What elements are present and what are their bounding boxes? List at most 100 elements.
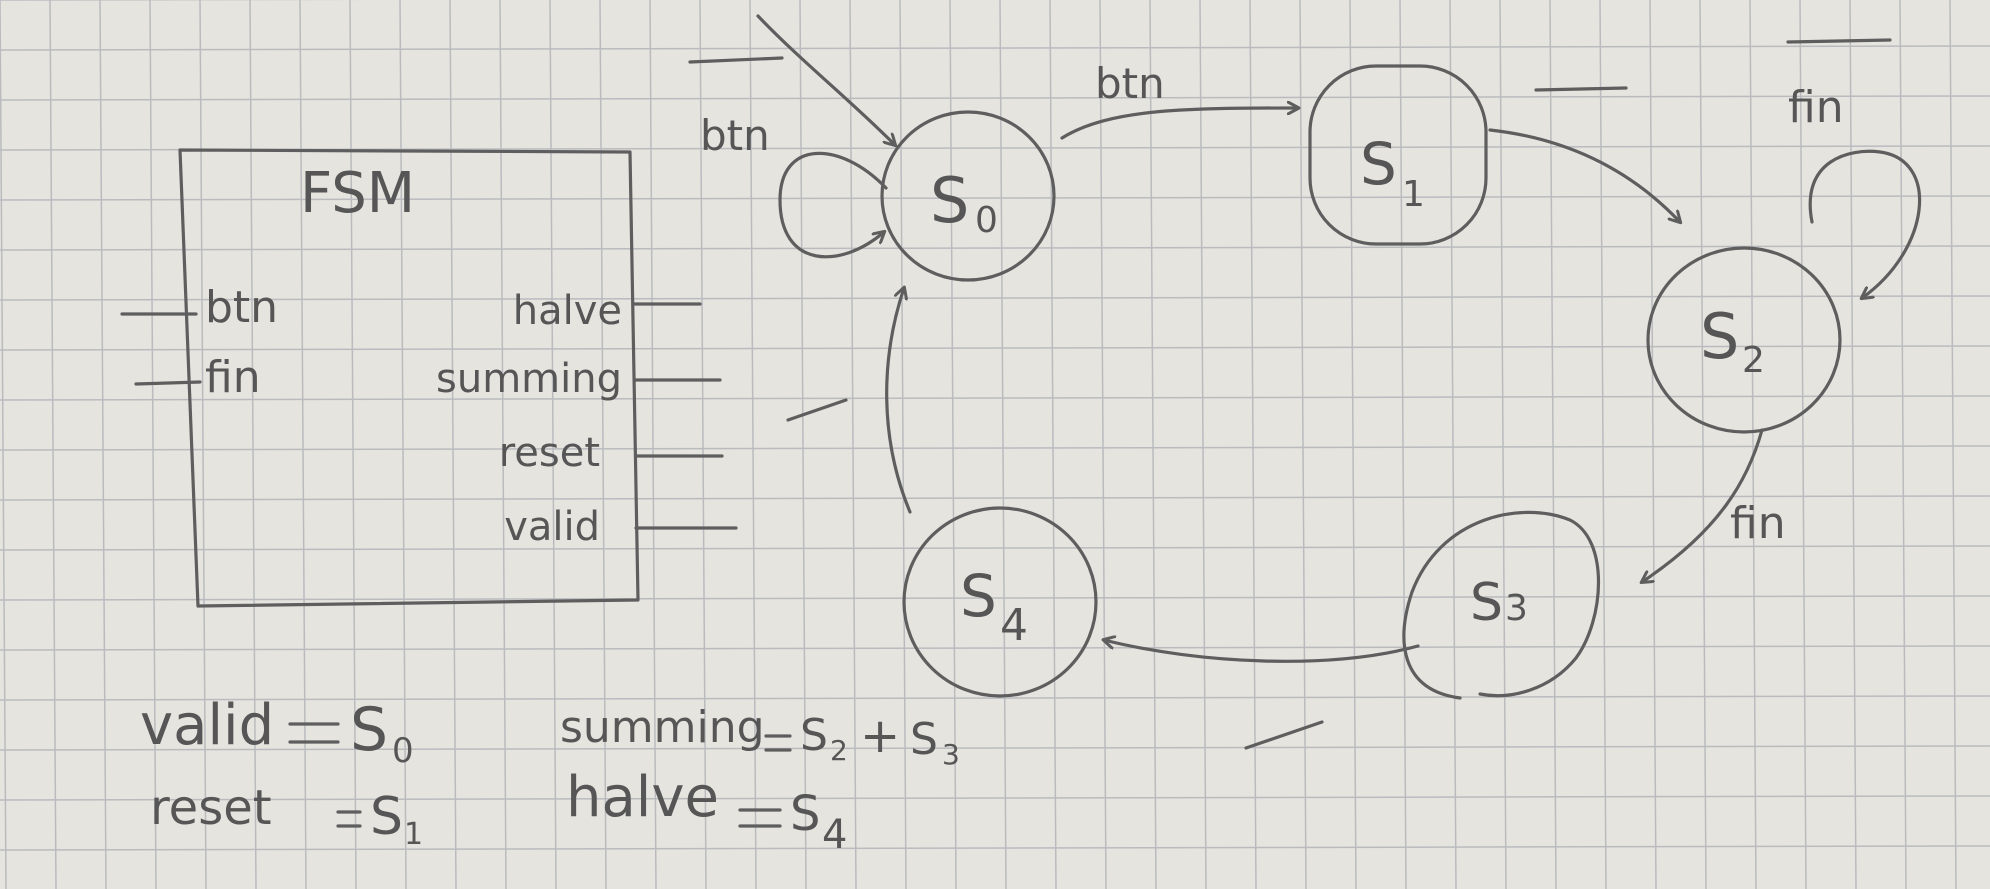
grid-line [0,345,1990,351]
equation-summing-lhs: summing [560,702,765,753]
grid-line [0,645,1990,651]
s1-to-s2-arrow [1488,128,1680,222]
grid-line [499,0,507,889]
grid-line [0,395,1990,401]
s0-self-loop-overbar [688,56,784,64]
fsm-title: FSM [300,161,415,226]
state-s1: S 1 [1308,64,1488,246]
equation-reset: reset S 1 [150,780,423,852]
equation-summing-rhs-b: S [910,714,938,765]
fsm-block: FSM btn fin halve summing reset valid [120,148,738,608]
grid-line [399,0,407,889]
s3-to-s4-arrow [1104,640,1420,663]
state-s3-label: S [1470,573,1503,633]
grid-line [1449,0,1457,889]
s0-to-s1-arrow [1060,108,1298,140]
state-s3: S 3 [1402,510,1601,700]
equation-halve-sub: 4 [822,812,847,858]
grid-line [0,695,1990,701]
grid-line [1499,0,1507,889]
s2-self-loop [1808,149,1922,298]
state-s3-sub: 3 [1505,588,1528,629]
fsm-box [178,148,640,608]
state-s0-sub: 0 [975,200,998,241]
grid-line [0,445,1990,451]
input-label-fin: fin [205,352,261,403]
output-equations: valid S 0 reset S 1 summing S 2 + S 3 ha… [140,693,960,858]
equation-reset-sub: 1 [404,817,423,852]
equation-valid-lhs: valid [140,693,274,758]
s2-self-loop-label: fin [1788,82,1844,133]
equation-reset-lhs: reset [150,780,272,836]
state-s4: S 4 [902,506,1098,698]
equation-summing-plus: + [860,708,900,764]
grid-line [1799,0,1807,889]
grid-line [199,0,207,889]
output-label-reset: reset [499,430,600,476]
grid-line [0,545,1990,551]
state-s4-label: S [960,562,997,630]
s2-self-loop-overbar [1786,38,1892,44]
grid-line [0,45,1990,51]
output-label-halve: halve [513,288,622,334]
s4-to-s0-mark [786,398,848,422]
equation-halve: halve S 4 [566,765,847,858]
s0-self-loop [778,151,888,259]
state-diagram: btn btn fin fin S 0 S 1 [688,14,1922,750]
state-s0-label: S [930,164,969,237]
grid-line [1699,0,1707,889]
state-s4-sub: 4 [1000,600,1028,651]
grid-line [1599,0,1607,889]
grid-line [1899,0,1907,889]
grid-line [0,595,1990,601]
equation-summing: summing S 2 + S 3 [560,702,960,771]
grid-line [49,0,57,889]
reset-arrow [756,14,895,145]
state-s2: S 2 [1646,246,1842,434]
equation-valid: valid S 0 [140,693,414,771]
grid-line [449,0,457,889]
equation-reset-rhs: S [370,787,403,847]
grid-line [0,845,1990,851]
grid-line [0,745,1990,751]
grid-line [1399,0,1407,889]
input-wire-fin [134,380,202,386]
equation-summing-sub-a: 2 [830,734,848,767]
grid-line [1549,0,1557,889]
grid-line [249,0,257,889]
grid-line [0,195,1990,201]
equation-halve-lhs: halve [566,765,719,830]
s3-to-s4-mark [1244,720,1324,750]
equation-summing-rhs-a: S [800,710,828,761]
equation-valid-rhs: S [350,695,388,765]
s0-self-loop-label: btn [700,111,770,160]
grid-line [1299,0,1307,889]
equation-halve-rhs: S [790,786,820,842]
grid-line [0,795,1990,801]
grid-line [1849,0,1857,889]
s0-to-s1-label: btn [1095,59,1165,108]
state-s1-sub: 1 [1402,174,1425,215]
grid-line [1949,0,1957,889]
grid-line [0,0,7,889]
grid-line [349,0,357,889]
output-label-valid: valid [504,504,600,550]
state-s1-label: S [1360,130,1397,198]
grid-line [0,495,1990,501]
state-s2-sub: 2 [1742,340,1765,381]
grid-line [0,245,1990,251]
s1-to-s2-mark [1534,86,1628,92]
grid-line [1749,0,1757,889]
equation-valid-sub: 0 [392,731,414,771]
s2-to-s3-label: fin [1730,498,1786,549]
s4-to-s0-arrow [885,288,912,514]
state-s0: S 0 [880,110,1056,282]
s2-to-s3-arrow [1642,428,1764,582]
grid-line [1649,0,1657,889]
output-label-summing: summing [436,356,622,402]
grid-line [0,95,1990,101]
grid-line [1349,0,1357,889]
